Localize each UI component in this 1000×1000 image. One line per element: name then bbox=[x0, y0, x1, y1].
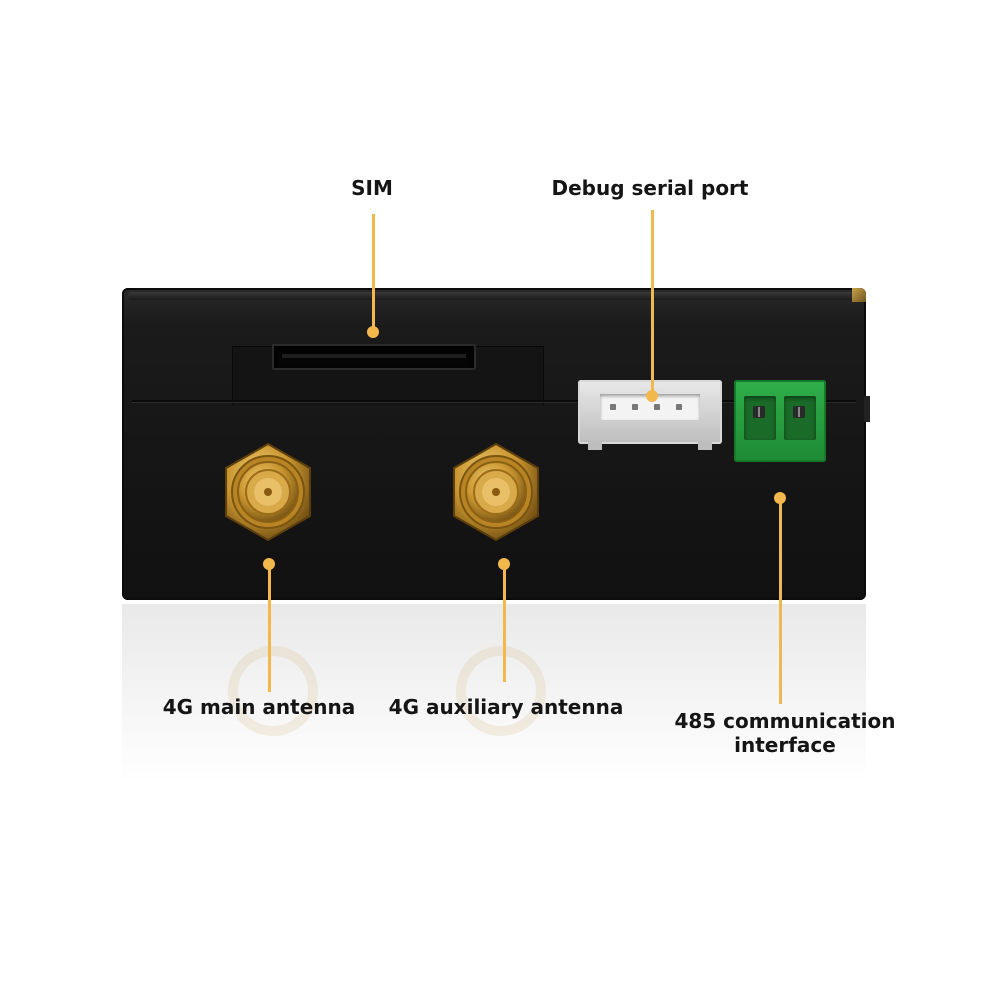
aux-antenna-label: 4G auxiliary antenna bbox=[388, 695, 624, 719]
terminal-screw bbox=[753, 406, 765, 418]
sim-slot bbox=[272, 344, 476, 370]
panel-seam bbox=[132, 400, 856, 402]
debug-callout-dot bbox=[646, 390, 658, 402]
aux-antenna-callout-dot bbox=[498, 558, 510, 570]
terminal-screw bbox=[793, 406, 805, 418]
main-antenna-callout-line bbox=[268, 566, 271, 692]
side-notch bbox=[864, 396, 870, 422]
aux-antenna-callout-line bbox=[503, 566, 506, 682]
main-antenna-connector bbox=[218, 442, 318, 542]
rs485-callout-dot bbox=[774, 492, 786, 504]
debug-pin bbox=[654, 404, 660, 410]
device-corner bbox=[852, 288, 866, 302]
aux-antenna-connector bbox=[446, 442, 546, 542]
debug-pin bbox=[632, 404, 638, 410]
debug-callout-line bbox=[651, 210, 654, 394]
main-antenna-label: 4G main antenna bbox=[162, 695, 356, 719]
rs485-label-line2: interface bbox=[734, 733, 836, 757]
router-device bbox=[122, 288, 870, 600]
device-top-edge bbox=[128, 292, 860, 300]
main-antenna-callout-dot bbox=[263, 558, 275, 570]
debug-pin bbox=[610, 404, 616, 410]
sim-callout-line bbox=[372, 214, 375, 330]
rs485-label-line1: 485 communication bbox=[674, 709, 896, 733]
debug-pin bbox=[676, 404, 682, 410]
sim-callout-dot bbox=[367, 326, 379, 338]
device-reflection bbox=[122, 604, 866, 784]
sim-label: SIM bbox=[351, 176, 393, 200]
rs485-terminal-block bbox=[734, 380, 826, 462]
rs485-callout-line bbox=[779, 500, 782, 704]
debug-port-label: Debug serial port bbox=[551, 176, 749, 200]
